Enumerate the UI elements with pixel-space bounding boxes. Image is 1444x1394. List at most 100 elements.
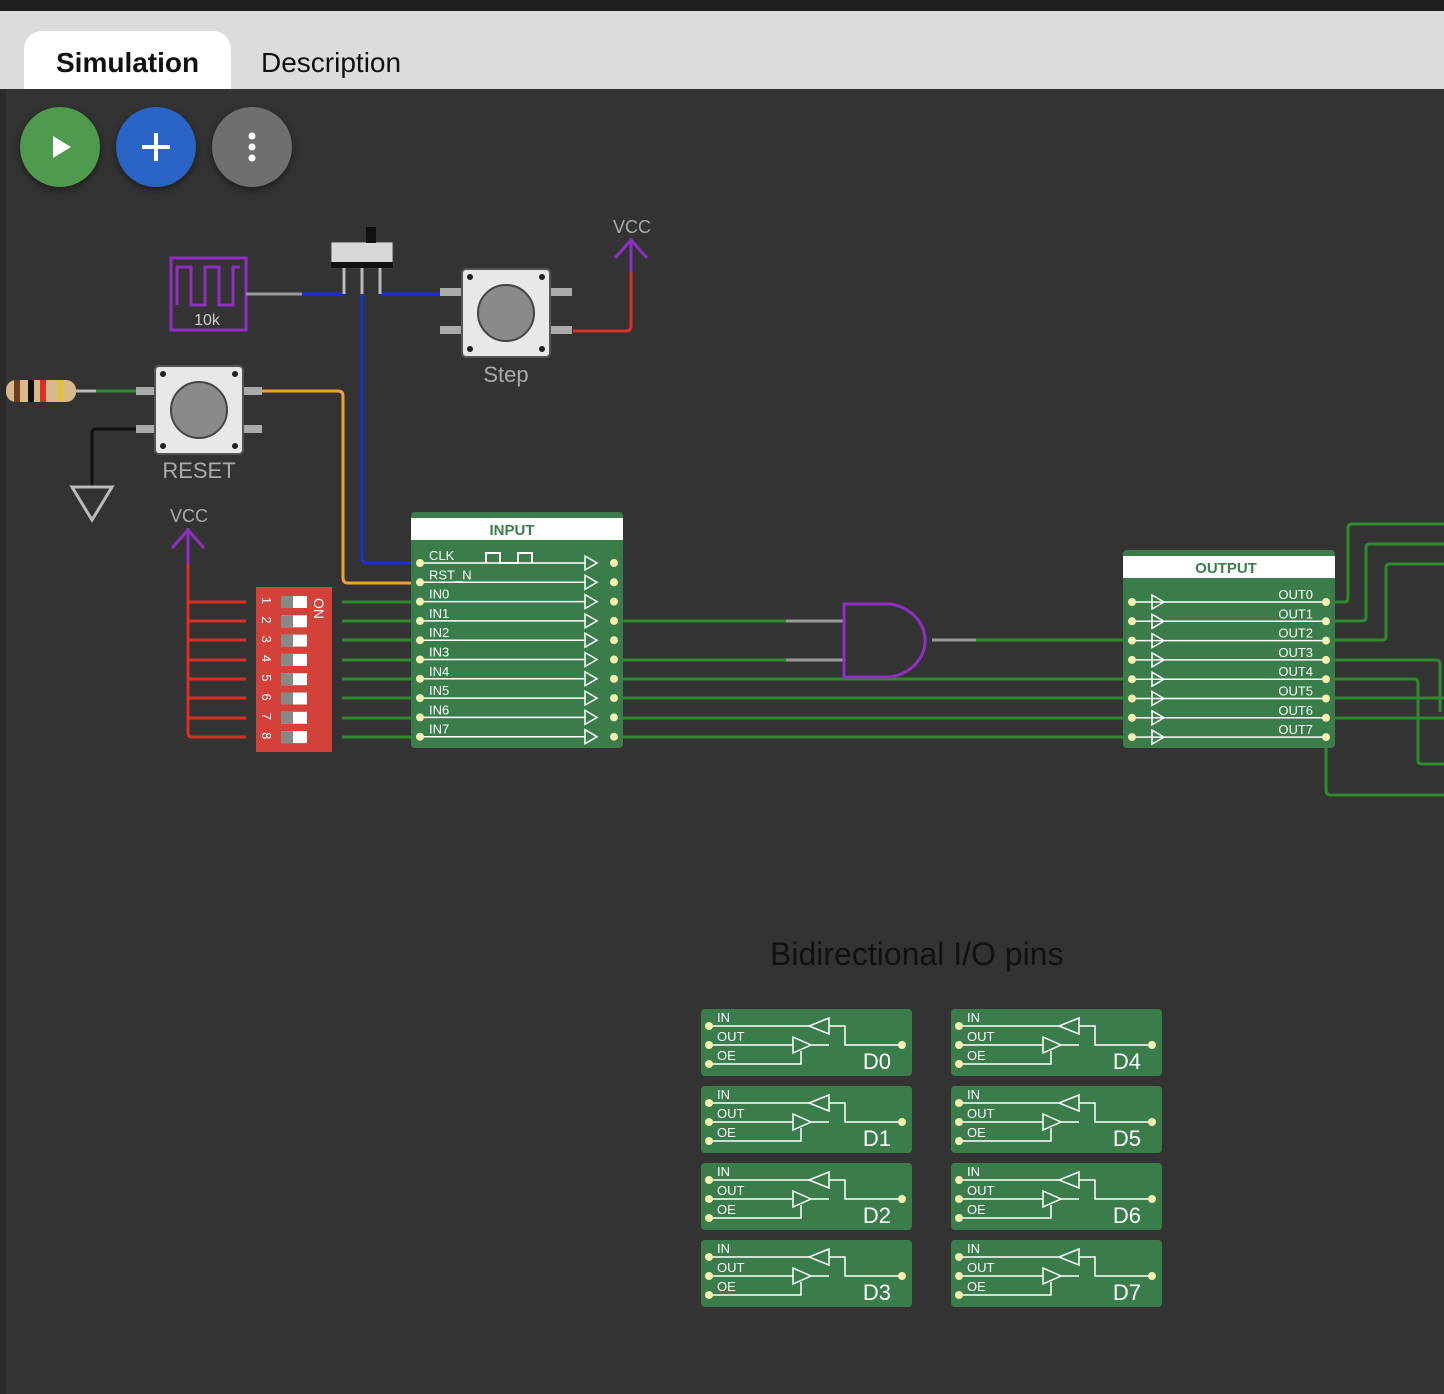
output-pin[interactable] xyxy=(1322,675,1330,684)
bidi-pin[interactable] xyxy=(955,1022,963,1030)
output-pin[interactable] xyxy=(610,597,618,606)
bidi-pad[interactable] xyxy=(1148,1272,1156,1280)
input-pin[interactable] xyxy=(416,616,424,625)
output-pin[interactable] xyxy=(610,674,618,683)
bidi-pin[interactable] xyxy=(705,1060,713,1068)
bidi-pin-label: OUT xyxy=(717,1260,745,1275)
input-pin[interactable] xyxy=(1128,713,1136,722)
bidi-pin[interactable] xyxy=(705,1099,713,1107)
bidi-pad[interactable] xyxy=(1148,1195,1156,1203)
input-pin[interactable] xyxy=(416,636,424,645)
slide-switch[interactable] xyxy=(330,227,394,294)
input-pin[interactable] xyxy=(416,694,424,703)
bidi-pin[interactable] xyxy=(705,1291,713,1299)
bidi-pin[interactable] xyxy=(705,1022,713,1030)
bidi-pin[interactable] xyxy=(955,1118,963,1126)
bidi-pin-label: IN xyxy=(967,1241,980,1256)
bidi-pin[interactable] xyxy=(955,1099,963,1107)
bidi-pin[interactable] xyxy=(705,1118,713,1126)
bidi-pin[interactable] xyxy=(705,1041,713,1049)
dip-position-label: 2 xyxy=(259,616,274,623)
input-pin[interactable] xyxy=(416,597,424,606)
bidi-pin[interactable] xyxy=(955,1041,963,1049)
tab-simulation[interactable]: Simulation xyxy=(24,31,232,89)
input-pin[interactable] xyxy=(1128,675,1136,684)
output-pin[interactable] xyxy=(610,636,618,645)
more-options-button[interactable] xyxy=(212,107,292,187)
output-pin[interactable] xyxy=(1322,655,1330,664)
output-pin[interactable] xyxy=(1322,713,1330,722)
bidi-pin[interactable] xyxy=(705,1195,713,1203)
bidi-pin[interactable] xyxy=(955,1195,963,1203)
bidi-pin[interactable] xyxy=(955,1291,963,1299)
input-pin[interactable] xyxy=(416,674,424,683)
bidi-pin[interactable] xyxy=(955,1272,963,1280)
bidi-pin[interactable] xyxy=(955,1176,963,1184)
tab-description[interactable]: Description xyxy=(261,47,402,78)
output-pin[interactable] xyxy=(610,655,618,664)
output-pin[interactable] xyxy=(610,713,618,722)
input-pin[interactable] xyxy=(1128,598,1136,606)
bidi-pin[interactable] xyxy=(705,1176,713,1184)
resistor[interactable] xyxy=(6,380,96,402)
input-pin[interactable] xyxy=(416,713,424,722)
input-pin[interactable] xyxy=(1128,655,1136,664)
bidi-pin[interactable] xyxy=(705,1137,713,1145)
clock-source[interactable]: 10k xyxy=(169,256,248,332)
bidi-pad[interactable] xyxy=(1148,1118,1156,1126)
output-pin[interactable] xyxy=(610,732,618,741)
output-pin[interactable] xyxy=(610,578,618,587)
output-pin[interactable] xyxy=(610,694,618,703)
bidi-pin[interactable] xyxy=(955,1214,963,1222)
run-button[interactable] xyxy=(20,107,100,187)
output-pin[interactable] xyxy=(1322,636,1330,645)
bidi-pad[interactable] xyxy=(898,1272,906,1280)
input-pin-label: IN4 xyxy=(429,664,449,679)
output-pin[interactable] xyxy=(610,559,618,567)
output-pin[interactable] xyxy=(1322,733,1330,742)
output-pin-label: OUT3 xyxy=(1278,645,1313,660)
input-pin[interactable] xyxy=(416,559,424,567)
input-pin[interactable] xyxy=(1128,636,1136,645)
bidi-pad[interactable] xyxy=(898,1041,906,1049)
plus-icon xyxy=(142,133,170,161)
bidi-pad[interactable] xyxy=(898,1118,906,1126)
bidi-pin[interactable] xyxy=(705,1272,713,1280)
output-pin[interactable] xyxy=(1322,617,1330,626)
bidi-pin[interactable] xyxy=(705,1253,713,1261)
input-pin[interactable] xyxy=(416,655,424,664)
output-pin[interactable] xyxy=(1322,598,1330,606)
input-pin[interactable] xyxy=(1128,617,1136,626)
input-pin[interactable] xyxy=(416,578,424,587)
add-component-button[interactable] xyxy=(116,107,196,187)
bidi-pin[interactable] xyxy=(705,1214,713,1222)
bidi-pin[interactable] xyxy=(955,1060,963,1068)
input-pin[interactable] xyxy=(1128,694,1136,703)
bidi-pin[interactable] xyxy=(955,1253,963,1261)
bidi-pad[interactable] xyxy=(898,1195,906,1203)
input-pin[interactable] xyxy=(1128,733,1136,742)
step-button[interactable]: Step xyxy=(440,268,572,387)
input-pin[interactable] xyxy=(416,732,424,741)
dip-toggle-knob xyxy=(281,731,293,744)
output-pin[interactable] xyxy=(610,616,618,625)
bidi-block-label: D3 xyxy=(863,1280,891,1305)
and-gate[interactable] xyxy=(842,602,927,679)
bidi-pin-label: OE xyxy=(967,1279,986,1294)
bidi-pin[interactable] xyxy=(955,1137,963,1145)
output-pin[interactable] xyxy=(1322,694,1330,703)
reset-button[interactable]: RESET xyxy=(136,365,262,483)
bidi-pad[interactable] xyxy=(1148,1041,1156,1049)
